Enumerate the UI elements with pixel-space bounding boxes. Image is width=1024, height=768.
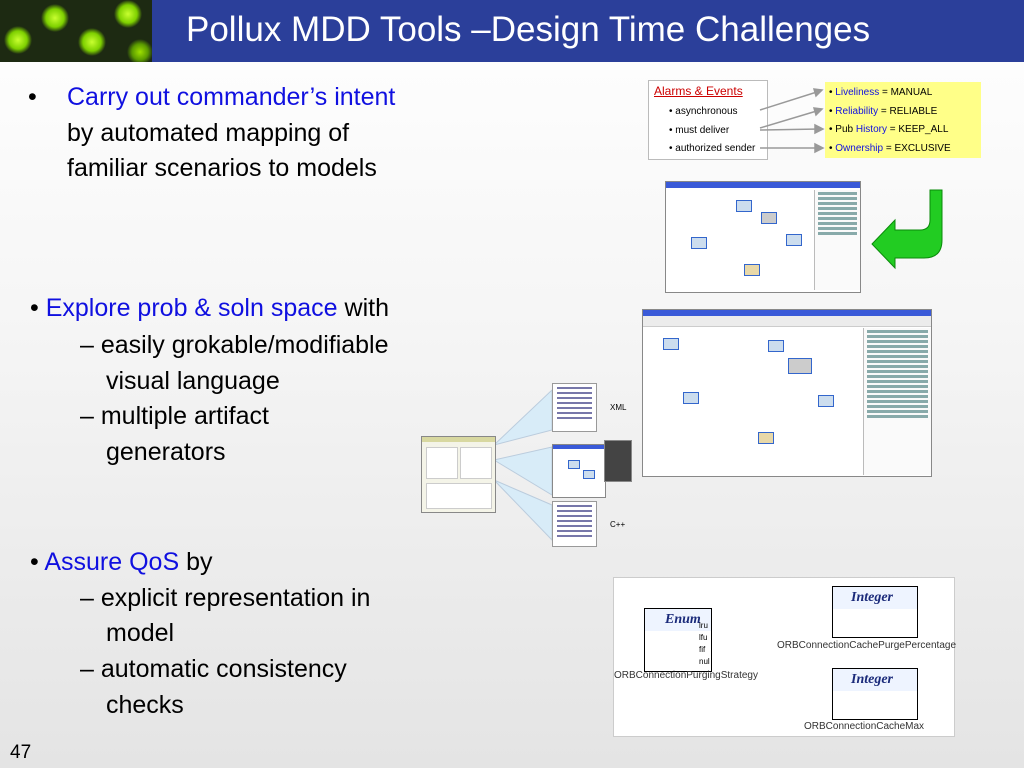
model-node — [744, 264, 760, 276]
enum-entity: Enum lru lfu fif nul — [644, 608, 712, 672]
model-node — [736, 200, 752, 212]
cpp-label: C++ — [610, 520, 626, 529]
qos-policy-table: • Liveliness = MANUAL • Reliability = RE… — [825, 82, 981, 158]
bullet-2-sub2a: – multiple artifact — [80, 402, 269, 430]
model-node — [663, 338, 679, 350]
connector-line-1 — [759, 90, 821, 111]
model-node — [818, 395, 834, 407]
bullet-2-sub1b: visual language — [106, 367, 280, 395]
enum-port-lfu: lfu — [699, 633, 708, 642]
bullet-3-sub2a: – automatic consistency — [80, 655, 347, 683]
integer-entity-2-name: Integer — [851, 672, 893, 687]
connector-arrowhead-4 — [814, 142, 825, 154]
connector-line-2 — [759, 109, 821, 129]
small-app-screenshot — [421, 436, 496, 513]
enum-port-lru: lru — [699, 621, 708, 630]
alarms-events-box: Alarms & Events • asynchronous • must de… — [648, 80, 768, 160]
model-node — [691, 237, 707, 249]
page-number: 47 — [10, 742, 32, 763]
xml-artifact-thumbnail — [552, 383, 597, 432]
connector-arrowhead-1 — [812, 88, 824, 98]
bullet-2-marker: • — [30, 294, 39, 322]
integer-entity-1-name: Integer — [851, 590, 893, 605]
integer-entity-2: Integer — [832, 668, 918, 720]
header-decoration-image — [0, 0, 152, 62]
integer-entity-1: Integer — [832, 586, 918, 638]
app-windows-thumbnail — [604, 440, 632, 482]
qos-policy-row-3: • Pub History = KEEP_ALL — [829, 124, 949, 135]
bullet-3-sub2b: checks — [106, 691, 184, 719]
bullet-3: • Assure QoS by — [30, 545, 212, 580]
bullet-3-highlight: Assure QoS — [44, 548, 180, 576]
bullet-2-sub2b: generators — [106, 438, 226, 466]
model-node — [761, 212, 777, 224]
fan-xml — [492, 388, 553, 446]
qos-policy-row-2: • Reliability = RELIABLE — [829, 106, 938, 117]
model-node — [683, 392, 699, 404]
screenshot-toolbar — [643, 316, 931, 327]
enum-entity-header — [645, 609, 711, 631]
alarm-item-2: • must deliver — [669, 125, 730, 136]
bullet-1-marker: • — [28, 83, 37, 111]
integer-entity-1-label: ORBConnectionCachePurgePercentage — [777, 640, 956, 651]
slide-title: Pollux MDD Tools –Design Time Challenges — [186, 10, 871, 49]
model-node — [786, 234, 802, 246]
connector-arrowhead-3 — [814, 123, 825, 135]
alarm-item-1: • asynchronous — [669, 106, 738, 117]
cpp-artifact-thumbnail — [552, 501, 597, 547]
title-bar: Pollux MDD Tools –Design Time Challenges — [0, 0, 1024, 62]
alarms-events-title: Alarms & Events — [654, 84, 743, 98]
bullet-2: • Explore prob & soln space with — [30, 291, 389, 326]
xml-label: XML — [610, 403, 627, 412]
model-artifact-thumbnail — [552, 444, 606, 498]
integer-entity-1-header — [833, 587, 917, 609]
qos-policy-row-1: • Liveliness = MANUAL — [829, 87, 933, 98]
bullet-1-line3: familiar scenarios to models — [67, 154, 377, 182]
bullet-2-highlight: Explore prob & soln space — [45, 294, 338, 322]
model-tree-panel — [814, 190, 860, 290]
model-editor-screenshot-1 — [665, 181, 861, 293]
model-node — [568, 460, 580, 469]
screenshot-titlebar — [422, 437, 495, 442]
alarm-item-3: • authorized sender — [669, 143, 756, 154]
enum-entity-label: ORBConnectionPurgingStrategy — [614, 670, 758, 681]
enum-entity-name: Enum — [665, 612, 701, 627]
screenshot-panel — [426, 447, 458, 479]
model-node — [788, 358, 812, 374]
bullet-2-sub1a: – easily grokable/modifiable — [80, 331, 389, 359]
integer-entity-2-header — [833, 669, 917, 691]
qos-model-diagram: Enum lru lfu fif nul ORBConnectionPurgin… — [613, 577, 956, 737]
screenshot-titlebar — [553, 445, 605, 449]
model-node — [758, 432, 774, 444]
screenshot-panel — [460, 447, 492, 479]
model-node — [768, 340, 784, 352]
connector-arrowhead-2 — [812, 107, 824, 117]
bullet-3-rest: by — [179, 548, 213, 576]
connector-line-3 — [759, 128, 821, 131]
enum-port-fif: fif — [699, 645, 706, 654]
screenshot-panel — [426, 483, 492, 509]
bullet-2-rest: with — [337, 294, 389, 322]
model-editor-screenshot-2 — [642, 309, 932, 477]
qos-policy-row-4: • Ownership = EXCLUSIVE — [829, 143, 951, 154]
bullet-1-highlight: Carry out commander’s intent — [67, 83, 396, 111]
integer-entity-2-label: ORBConnectionCacheMax — [804, 721, 925, 732]
model-node — [583, 470, 595, 479]
bullet-1-line2: by automated mapping of — [67, 119, 350, 147]
enum-port-nul: nul — [699, 657, 710, 666]
green-arrow-icon — [871, 189, 943, 270]
model-tree-panel — [863, 328, 931, 475]
bullet-3-sub1a: – explicit representation in — [80, 584, 371, 612]
screenshot-titlebar — [643, 310, 931, 316]
screenshot-titlebar — [666, 182, 860, 188]
bullet-3-marker: • — [30, 548, 39, 576]
bullet-3-sub1b: model — [106, 619, 175, 647]
